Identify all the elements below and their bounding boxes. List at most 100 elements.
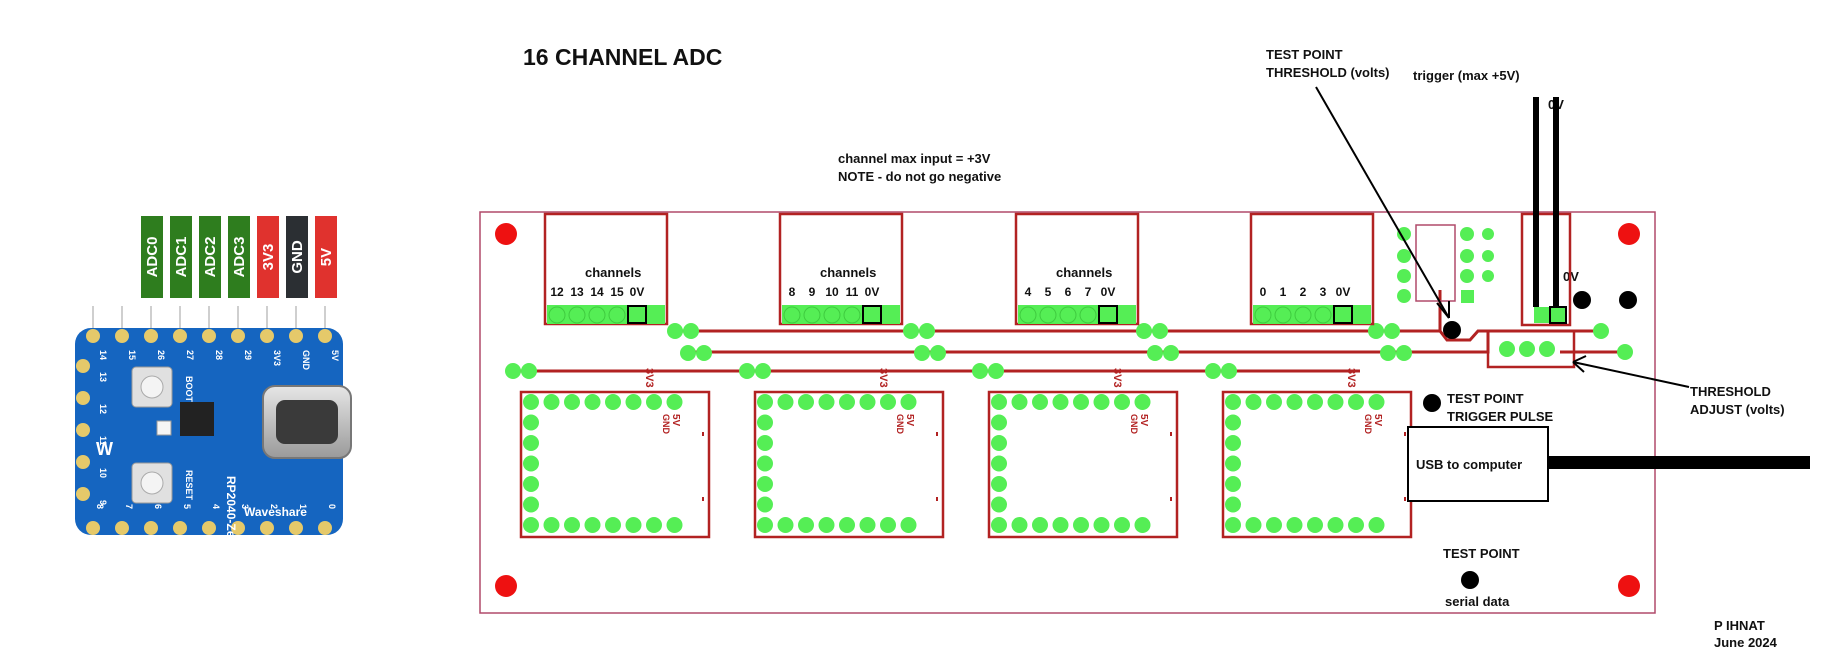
- board-pin-silk: 15: [127, 350, 137, 360]
- adc-module-pad: [991, 435, 1007, 451]
- tp-serial-label-2: serial data: [1445, 594, 1510, 609]
- board-pin-silk: 3V3: [272, 350, 282, 366]
- connector-pin-number: 0V: [630, 285, 645, 299]
- test-point-threshold: [1443, 321, 1461, 339]
- adc-module-pad: [564, 517, 580, 533]
- adc-module-pad: [1368, 394, 1385, 410]
- note-max-input: channel max input = +3V: [838, 151, 991, 166]
- adc-module-pad: [1225, 455, 1241, 472]
- connector-pin-number: 5: [1045, 285, 1052, 299]
- adc-module-pad: [584, 517, 601, 533]
- connector-pad: [1314, 306, 1332, 324]
- silk-5v: 5V: [1372, 414, 1383, 427]
- boot-silk: BOOT: [184, 376, 194, 403]
- connector-pin-number: 15: [610, 285, 624, 299]
- adc-module-pad: [646, 394, 662, 410]
- silk-gnd: GND: [1129, 414, 1139, 435]
- adc-module-pad: [1225, 517, 1241, 533]
- connector-pin-number: 2: [1300, 285, 1307, 299]
- connector-pad: [783, 306, 801, 324]
- connector-pin-number: 11: [846, 285, 859, 299]
- connector-pin-number: 6: [1065, 285, 1072, 299]
- board-pin-silk: 10: [98, 468, 108, 478]
- adc-module-pad: [991, 455, 1007, 472]
- test-point-trigger: [1423, 394, 1441, 412]
- connector-pad-gnd: [627, 305, 647, 324]
- silk-5v: 5V: [904, 414, 915, 427]
- mcu-pin-label-adc3: ADC3: [228, 216, 250, 298]
- tp-trigger-label-1: TEST POINT: [1447, 391, 1524, 406]
- board-pin-silk: 1: [298, 504, 308, 509]
- date-label: June 2024: [1714, 635, 1778, 650]
- svg-text:ADC2: ADC2: [202, 237, 219, 278]
- silk-gnd: GND: [661, 414, 671, 435]
- adc-module-pad: [859, 517, 876, 533]
- zero-v-test-hole: [1619, 291, 1637, 309]
- connector-pad: [588, 306, 606, 324]
- mcu-pin-label-adc2: ADC2: [199, 216, 221, 298]
- adc-module-pad: [1245, 517, 1262, 533]
- trigger-label: trigger (max +5V): [1413, 68, 1520, 83]
- board-pin-silk: 13: [98, 372, 108, 382]
- connector-pin-number: 9: [809, 285, 816, 299]
- connector-pin-number: 13: [570, 285, 584, 299]
- connector-pad-gnd: [862, 305, 882, 324]
- connector-pad: [823, 306, 841, 324]
- silk-3v3: 3V3: [1345, 368, 1357, 388]
- board-pin-silk: 5V: [330, 350, 340, 361]
- adc-module-pad: [818, 394, 835, 410]
- adc-module-pad: [543, 517, 560, 533]
- connector-label: channels: [1056, 265, 1112, 280]
- mcu-pin-label-adc1: ADC1: [170, 216, 192, 298]
- board-pin-silk: 26: [156, 350, 166, 360]
- adc-module-pad: [1093, 394, 1110, 410]
- adc-module-pad: [757, 476, 773, 492]
- connector-pin-number: 10: [825, 285, 839, 299]
- svg-text:ADC3: ADC3: [231, 237, 248, 278]
- board-pin-silk: 3: [240, 504, 250, 509]
- connector-pad: [843, 306, 861, 324]
- adc-module-pad: [1286, 517, 1303, 533]
- silk-gnd: GND: [895, 414, 905, 435]
- silk-5v: 5V: [670, 414, 681, 427]
- adc-module-pad: [839, 517, 855, 533]
- note-no-negative: NOTE - do not go negative: [838, 169, 1001, 184]
- zero-v-test-hole: [1573, 291, 1591, 309]
- svg-text:3V3: 3V3: [260, 244, 277, 271]
- adc-module-pad: [1093, 517, 1110, 533]
- connector-pad: [1294, 306, 1312, 324]
- diagram-title: 16 CHANNEL ADC: [523, 44, 722, 70]
- svg-text:ADC1: ADC1: [173, 237, 190, 278]
- board-pin-silk: 8: [95, 504, 105, 509]
- svg-text:5V: 5V: [318, 248, 335, 266]
- connector-pin-number: 0: [1260, 285, 1267, 299]
- adc-module-pad: [1327, 394, 1344, 410]
- rp2040-board-name: RP2040-Zero: [224, 476, 238, 549]
- tp-trigger-label-2: TRIGGER PULSE: [1447, 409, 1554, 424]
- connector-pin-number: 7: [1085, 285, 1092, 299]
- connector-pin-number: 4: [1025, 285, 1032, 299]
- connector-pad-gnd: [1333, 305, 1353, 324]
- adc-module-pad: [1225, 496, 1241, 513]
- adc-module-pad: [757, 435, 773, 451]
- adc-module-pad: [523, 435, 539, 451]
- board-pin-silk: 12: [98, 404, 108, 414]
- adc-module-pad: [1052, 394, 1069, 410]
- silk-3v3: 3V3: [877, 368, 889, 388]
- adc-module-pad: [1348, 394, 1364, 410]
- comparator-ic-footprint: [1397, 224, 1494, 303]
- test-point-serial: [1461, 571, 1479, 589]
- pcb-outline: [479, 211, 1656, 614]
- connector-pad: [1019, 306, 1037, 324]
- adc-module-pad: [880, 517, 896, 533]
- connector-pin-number: 12: [550, 285, 564, 299]
- threshold-pot-footprint: [1486, 329, 1576, 369]
- svg-text:ADC0: ADC0: [144, 237, 161, 278]
- adc-module-pad: [1266, 394, 1282, 410]
